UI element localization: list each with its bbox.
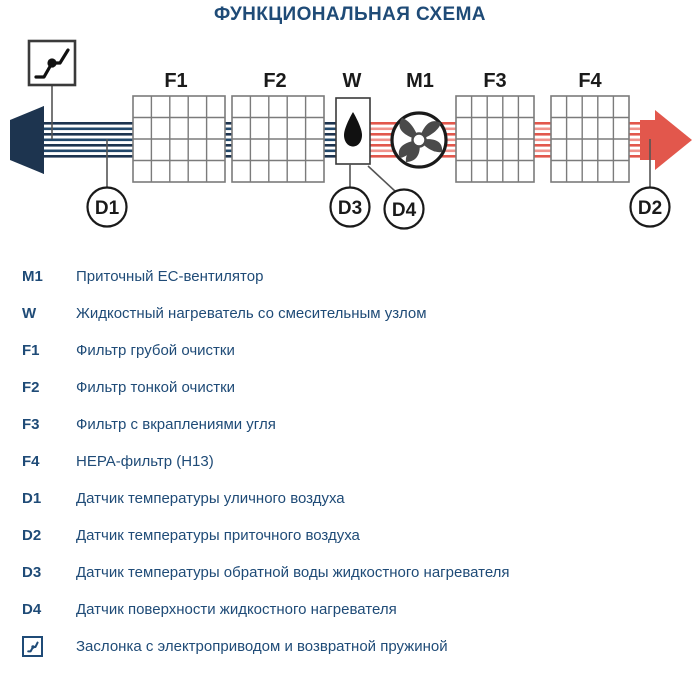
legend-description: Жидкостный нагреватель со смесительным у… [76,305,427,322]
legend-description: Датчик температуры обратной воды жидкост… [76,564,510,581]
filter-f4-icon [550,95,630,183]
heater-w-icon [335,97,371,165]
sensor-d2: D2 [629,186,671,228]
sensor-d2-label: D2 [638,198,662,219]
intake-arrow-icon [10,106,44,174]
legend-row: F4 HEPA-фильтр (H13) [0,443,700,480]
legend-code: D2 [22,527,42,544]
legend-code: W [22,305,37,322]
legend-code: F2 [22,379,40,396]
legend-code [0,636,76,657]
legend-row: D4 Датчик поверхности жидкостного нагрев… [0,591,700,628]
legend-code: F4 [22,453,40,470]
legend-row: D3 Датчик температуры обратной воды жидк… [0,554,700,591]
legend-code: F3 [22,416,40,433]
legend-description: Фильтр тонкой очистки [76,379,236,396]
diagram-label-f1: F1 [164,70,187,92]
page-title: ФУНКЦИОНАЛЬНАЯ СХЕМА [214,4,486,25]
diagram-label-f3: F3 [483,70,506,92]
legend-description: Заслонка с электроприводом и возвратной … [76,638,448,655]
legend-code: D1 [22,490,42,507]
filter-f2-icon [231,95,325,183]
legend-row: M1 Приточный ЕС-вентилятор [0,258,700,295]
legend-list: M1 Приточный ЕС-вентилятор W Жидкостный … [0,258,700,665]
legend-row: Заслонка с электроприводом и возвратной … [0,628,700,665]
legend-row: W Жидкостный нагреватель со смесительным… [0,295,700,332]
legend-description: Датчик поверхности жидкостного нагревате… [76,601,397,618]
legend-row: F1 Фильтр грубой очистки [0,332,700,369]
legend-code: M1 [22,268,43,285]
outlet-arrow-icon [640,110,692,170]
diagram-label-m1: M1 [406,70,434,92]
sensor-d4-label: D4 [392,200,417,221]
legend-description: Приточный ЕС-вентилятор [76,268,264,285]
functional-diagram: D1 D3 D4 D2 F1 F2 W M1 F3 F4 [0,34,700,244]
damper-icon [27,39,77,139]
filter-f3-icon [455,95,535,183]
sensor-d4: D4 [383,188,425,230]
legend-code: F1 [22,342,40,359]
legend-row: D1 Датчик температуры уличного воздуха [0,480,700,517]
legend-row: F2 Фильтр тонкой очистки [0,369,700,406]
sensor-d1: D1 [86,186,128,228]
legend-row: F3 Фильтр с вкраплениями угля [0,406,700,443]
legend-description: Датчик температуры уличного воздуха [76,490,345,507]
damper-icon [22,636,43,657]
legend-description: Фильтр с вкраплениями угля [76,416,276,433]
sensor-leader-lines [106,139,651,193]
legend-description: HEPA-фильтр (H13) [76,453,214,470]
legend-code: D4 [22,601,42,618]
legend-description: Фильтр грубой очистки [76,342,235,359]
sensor-d1-label: D1 [95,198,120,219]
legend-description: Датчик температуры приточного воздуха [76,527,360,544]
diagram-label-f2: F2 [263,70,286,92]
fan-m1-icon [390,111,448,169]
filter-f1-icon [132,95,226,183]
legend-code: D3 [22,564,42,581]
diagram-label-w: W [343,70,362,92]
legend-row: D2 Датчик температуры приточного воздуха [0,517,700,554]
diagram-label-f4: F4 [578,70,602,92]
sensor-d3-label: D3 [338,198,362,219]
sensor-d3: D3 [329,186,371,228]
